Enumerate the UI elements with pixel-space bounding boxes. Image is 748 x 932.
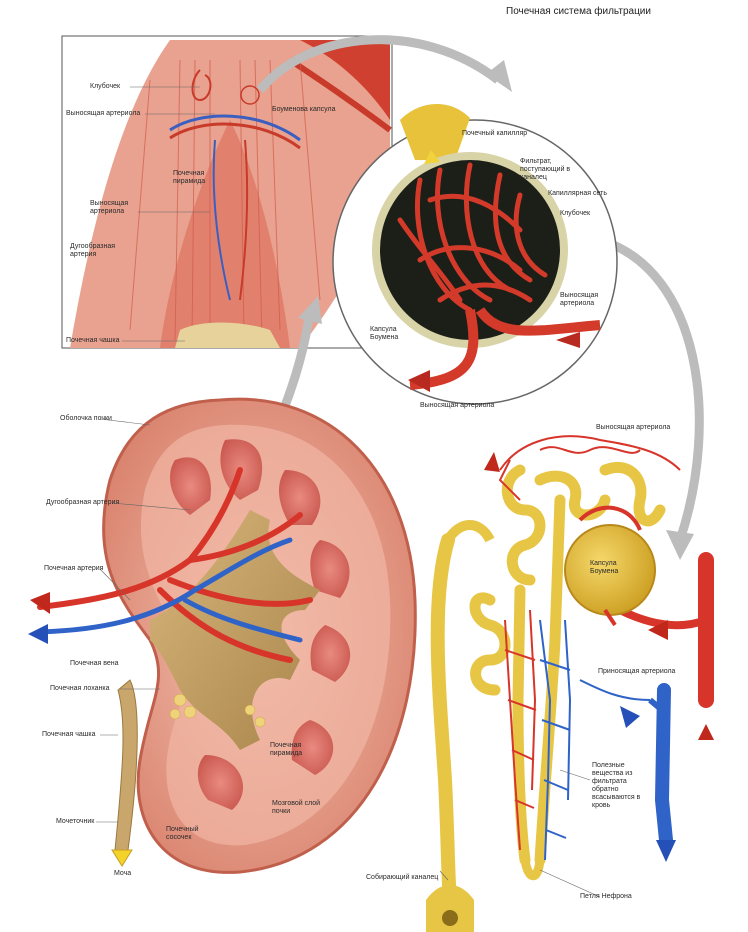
- label-afferent-right: Приносящая артериола: [598, 668, 675, 676]
- label-renal-papilla: Почечный сосочек: [166, 826, 212, 842]
- label-renal-pyramid: Почечная пирамида: [173, 170, 233, 186]
- label-reabsorbed: Полезные вещества из фильтрата обратно в…: [592, 762, 646, 810]
- label-urine: Моча: [114, 870, 131, 878]
- nephron-diagram: [426, 436, 714, 932]
- label-filtrate: Фильтрат, поступающий в каналец: [520, 158, 582, 182]
- label-efferent-top: Выносящая артериола: [66, 110, 140, 118]
- label-arcuate-artery-top: Дугообразная артерия: [70, 243, 126, 259]
- label-bowman-top: Боуменова капсула: [272, 106, 342, 114]
- label-renal-artery: Почечная артерия: [44, 565, 103, 573]
- label-afferent-left: Выносящая артериола: [90, 200, 146, 216]
- label-collecting-duct: Собирающий каналец: [366, 874, 438, 882]
- label-kidney-capsule: Оболочка почки: [60, 415, 112, 423]
- label-arcuate-artery: Дугообразная артерия: [46, 499, 119, 507]
- label-renal-calyx-top: Почечная чашка: [66, 337, 119, 345]
- label-efferent-right: Выносящая артериола: [596, 424, 670, 432]
- label-efferent-circle: Выносящая артериола: [420, 402, 494, 410]
- peritubular-capillaries-red: [500, 436, 680, 850]
- label-renal-calyx: Почечная чашка: [42, 731, 95, 739]
- label-afferent-circle: Выносящая артериола: [560, 292, 610, 308]
- label-bowman-right: Капсула Боумена: [590, 560, 630, 576]
- label-capillary-network: Капиллярная сеть: [548, 190, 607, 198]
- label-renal-vein: Почечная вена: [70, 660, 119, 668]
- label-ureter: Мочеточник: [56, 818, 94, 826]
- kidney-cross-section: [28, 399, 415, 872]
- label-loop-henle: Петля Нефрона: [580, 893, 632, 901]
- label-bowman-capsule: Капсула Боумена: [370, 326, 410, 342]
- ureter: [115, 680, 137, 850]
- label-glomerulus-top: Клубочек: [90, 83, 120, 91]
- diagram-title: Почечная система фильтрации: [506, 6, 651, 17]
- label-renal-pelvis: Почечная лоханка: [50, 685, 110, 693]
- label-glomerulus-circle: Клубочек: [560, 210, 590, 218]
- label-renal-capillary: Почечный капилляр: [462, 130, 527, 138]
- label-medulla: Мозговой слой почки: [272, 800, 332, 816]
- label-renal-pyramid-bottom: Почечная пирамида: [270, 742, 334, 758]
